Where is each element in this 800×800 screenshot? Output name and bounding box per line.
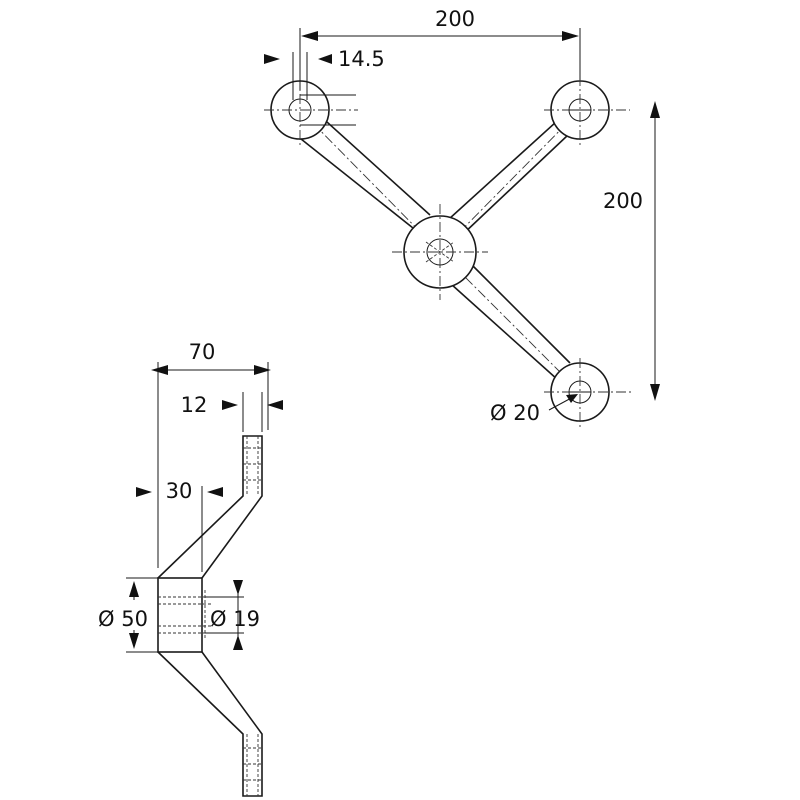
plan-view: 200 14.5 200 Ø 20 xyxy=(264,7,660,428)
dimension-label: 70 xyxy=(189,340,216,364)
dimension-tip-width: 12 xyxy=(181,392,283,432)
dimension-hub-offset: 30 xyxy=(136,479,223,572)
dimension-label: 12 xyxy=(181,393,208,417)
arrow-right xyxy=(222,400,238,410)
arrow-left xyxy=(267,400,283,410)
arrow-right xyxy=(562,31,579,41)
arrow-down xyxy=(129,633,139,649)
dimension-hole-diameter: Ø 20 xyxy=(490,394,578,425)
dimension-hub-diameter: Ø 50 xyxy=(98,577,158,653)
arrow-left xyxy=(151,365,168,375)
dimension-right-height: 200 xyxy=(603,101,660,401)
dimension-label: 200 xyxy=(603,189,643,213)
pad-top-right xyxy=(544,76,630,146)
arrow-down xyxy=(233,580,243,595)
dimension-label: Ø 50 xyxy=(98,607,148,631)
arrow-right xyxy=(254,365,271,375)
dimension-label: 30 xyxy=(166,479,193,503)
tip-hidden-lines xyxy=(243,436,262,796)
arrow-up xyxy=(129,581,139,597)
arrow-left xyxy=(301,31,318,41)
arrow-right xyxy=(264,54,280,64)
dimension-bore-diameter: Ø 19 xyxy=(205,580,260,650)
dimension-label: Ø 19 xyxy=(210,607,260,631)
arrow-right xyxy=(136,487,152,497)
dimension-side-width: 70 xyxy=(151,340,271,568)
side-view: 70 12 30 Ø 50 xyxy=(98,340,283,797)
arrow-left xyxy=(318,54,332,64)
side-hub xyxy=(157,577,203,653)
arrow-up xyxy=(650,101,660,118)
arrow-up xyxy=(233,635,243,650)
arrow-down xyxy=(650,384,660,401)
pad-bottom-right xyxy=(544,358,634,428)
dimension-hole-offset: 14.5 xyxy=(264,47,385,100)
central-hub xyxy=(392,204,488,300)
arrow-leader xyxy=(566,394,578,403)
lower-arm xyxy=(157,651,263,797)
upper-arm xyxy=(157,435,263,579)
dimension-label: 14.5 xyxy=(338,47,385,71)
pad-top-left xyxy=(264,76,358,146)
dimension-label: Ø 20 xyxy=(490,401,540,425)
dimension-top-width: 200 xyxy=(299,7,581,90)
bore-hidden-lines xyxy=(158,590,212,640)
dimension-label: 200 xyxy=(435,7,475,31)
arrow-left xyxy=(207,487,223,497)
